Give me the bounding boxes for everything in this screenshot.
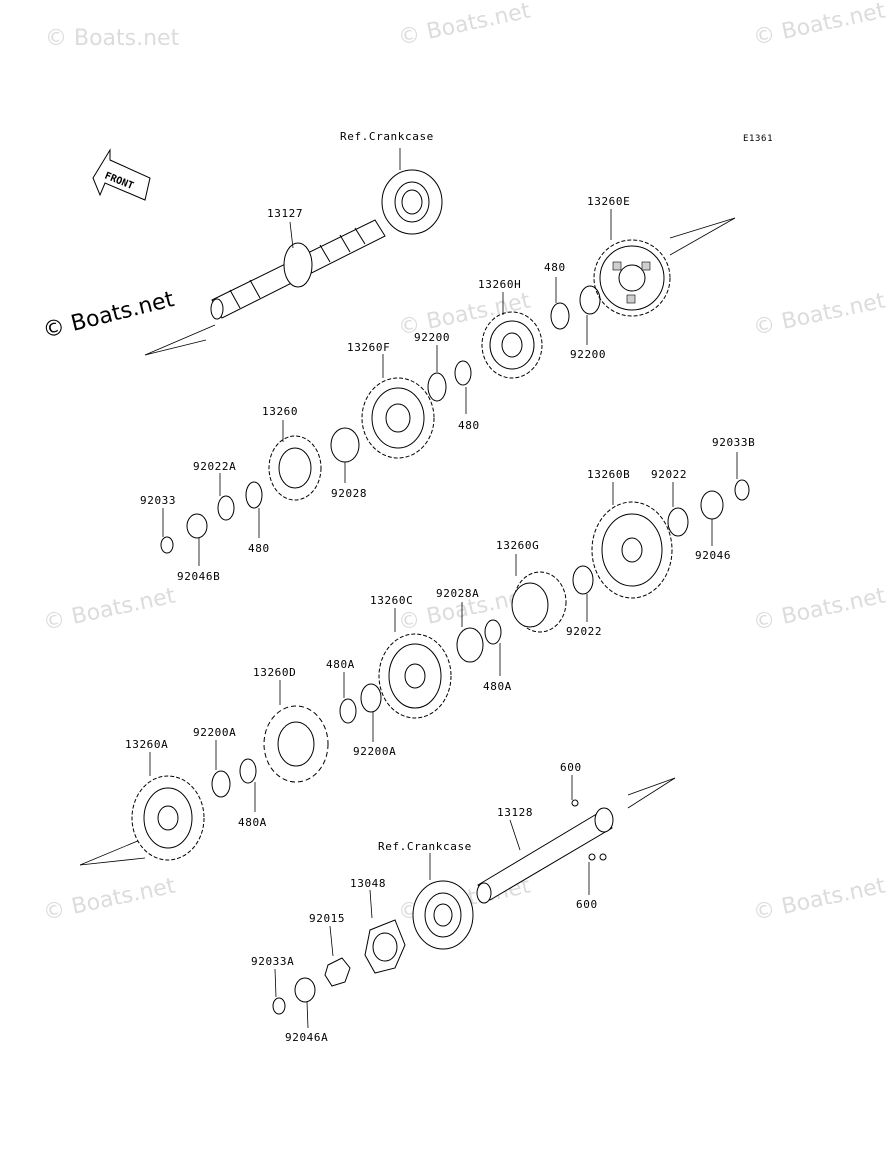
watermark: © Boats.net xyxy=(751,288,888,340)
watermark: © Boats.net xyxy=(45,26,180,51)
label: 92046A xyxy=(285,1031,328,1044)
label: 13127 xyxy=(267,207,303,220)
watermark: © Boats.net xyxy=(41,873,178,925)
label: 92028 xyxy=(331,487,367,500)
gear-13260D xyxy=(263,705,329,783)
label: 13260E xyxy=(587,195,630,208)
diagram-code: E1361 xyxy=(743,134,773,144)
label: Ref.Crankcase xyxy=(378,840,472,853)
copyright-text: © Boats.net xyxy=(40,287,177,344)
label: 92022 xyxy=(566,625,602,638)
label: 92200 xyxy=(414,331,450,344)
rings xyxy=(160,285,750,798)
watermark: © Boats.net xyxy=(751,583,888,635)
gear-13260G xyxy=(511,571,567,633)
label: 480 xyxy=(544,261,566,274)
label: 13260A xyxy=(125,738,168,751)
label: Ref.Crankcase xyxy=(340,130,434,143)
shaft-13128 xyxy=(476,799,614,904)
label: 13260 xyxy=(262,405,298,418)
label: 13260H xyxy=(478,278,521,291)
watermark: © Boats.net xyxy=(751,0,888,51)
label: 92046B xyxy=(177,570,220,583)
label: 92022A xyxy=(193,460,236,473)
watermark: © Boats.net xyxy=(396,0,533,51)
label: 600 xyxy=(560,761,582,774)
label: 480A xyxy=(483,680,512,693)
gear-13260 xyxy=(268,435,322,501)
gear-13260C xyxy=(378,633,452,719)
label: 13260G xyxy=(496,539,539,552)
label: 92200A xyxy=(353,745,396,758)
bearing-bottom xyxy=(412,880,474,950)
label: 92033 xyxy=(140,494,176,507)
bearing-92046A xyxy=(272,977,316,1015)
label: 13128 xyxy=(497,806,533,819)
bearing-top xyxy=(381,169,443,235)
watermark: © Boats.net xyxy=(41,583,178,635)
shaft-13127 xyxy=(210,219,386,320)
label: 92200A xyxy=(193,726,236,739)
gear-13260E xyxy=(593,239,671,317)
front-arrow-icon: FRONT xyxy=(92,148,151,201)
gear-13260A xyxy=(131,775,205,861)
watermark: © Boats.net xyxy=(751,873,888,925)
label: 13260B xyxy=(587,468,630,481)
label: 92200 xyxy=(570,348,606,361)
part-labels: Ref.Crankcase 13127 13260E 480 13260H 92… xyxy=(125,130,755,1044)
label: 480A xyxy=(326,658,355,671)
label: 480A xyxy=(238,816,267,829)
label: 92046 xyxy=(695,549,731,562)
label: 13048 xyxy=(350,877,386,890)
label: 13260D xyxy=(253,666,296,679)
gear-13260F xyxy=(361,377,435,459)
label: 600 xyxy=(576,898,598,911)
gear-13260B xyxy=(591,501,673,599)
label: 480 xyxy=(248,542,270,555)
label: 92033A xyxy=(251,955,294,968)
label: 92028A xyxy=(436,587,479,600)
label: 13260C xyxy=(370,594,413,607)
label: 92015 xyxy=(309,912,345,925)
label: 92033B xyxy=(712,436,755,449)
part-13048 xyxy=(364,919,406,974)
nut-92015 xyxy=(324,957,351,987)
leader-lines xyxy=(149,148,738,1029)
gear-13260H xyxy=(481,311,543,379)
label: 13260F xyxy=(347,341,390,354)
label: 480 xyxy=(458,419,480,432)
label: 92022 xyxy=(651,468,687,481)
axis-lines xyxy=(79,217,736,866)
